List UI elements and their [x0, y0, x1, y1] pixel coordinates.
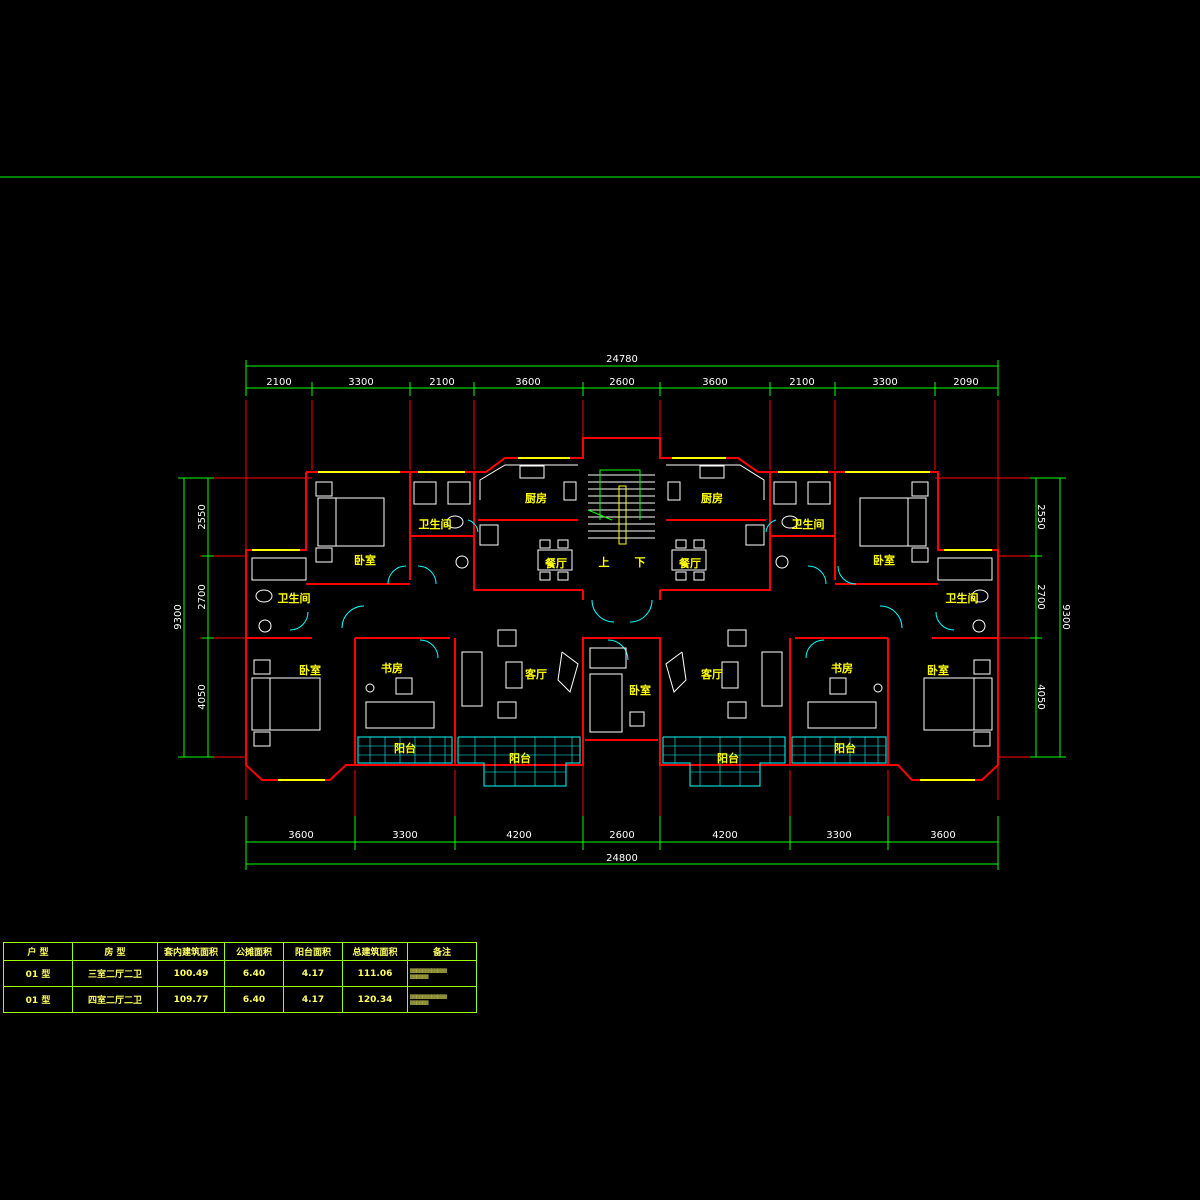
room-label-bedroom: 卧室 — [299, 663, 321, 677]
dim-right-segment: 4050 — [1035, 684, 1046, 709]
room-label-balcony: 阳台 — [834, 741, 856, 755]
stair-label-down: 下 — [635, 556, 646, 569]
room-label-bathroom: 卫生间 — [278, 591, 311, 605]
room-label-balcony: 阳台 — [509, 751, 531, 765]
door-swings — [289, 519, 955, 661]
dimension-lines — [178, 360, 1066, 870]
balconies — [357, 736, 887, 787]
table-header: 备注 — [407, 942, 477, 961]
table-header: 户 型 — [3, 942, 73, 961]
table-cell: 111.06 — [342, 960, 408, 987]
dim-top-segment: 2600 — [609, 377, 634, 388]
table-cell: 四室二厅二卫 — [72, 986, 158, 1013]
dim-bottom-segment: 2600 — [609, 830, 634, 841]
dim-left-segment: 2550 — [197, 504, 208, 529]
table-row: 01 型 三室二厅二卫 100.49 6.40 4.17 111.06 ▒▒▒▒… — [3, 960, 477, 987]
area-schedule-table: 户 型 房 型 套内建筑面积 公摊面积 阳台面积 总建筑面积 备注 01 型 三… — [3, 942, 477, 1013]
room-label-bedroom: 卧室 — [354, 553, 376, 567]
room-label-balcony: 阳台 — [394, 741, 416, 755]
dim-top-segment: 2090 — [953, 377, 978, 388]
dim-right-segment: 2550 — [1035, 504, 1046, 529]
table-cell: 4.17 — [283, 986, 343, 1013]
dim-bottom-segment: 3600 — [288, 830, 313, 841]
room-label-dining: 餐厅 — [544, 556, 567, 570]
table-row: 01 型 四室二厅二卫 109.77 6.40 4.17 120.34 ▒▒▒▒… — [3, 986, 477, 1013]
dim-top-segment: 3300 — [348, 377, 373, 388]
dim-top-total: 24780 — [606, 354, 638, 365]
room-label-bathroom: 卫生间 — [946, 591, 979, 605]
dim-top-segment: 2100 — [429, 377, 454, 388]
room-label-bathroom: 卫生间 — [792, 517, 825, 531]
room-label-balcony: 阳台 — [717, 751, 739, 765]
dim-right-total: 9300 — [1060, 604, 1071, 629]
room-label-bathroom: 卫生间 — [419, 517, 452, 531]
room-label-kitchen: 厨房 — [701, 491, 723, 505]
table-header: 房 型 — [72, 942, 158, 961]
table-cell: 120.34 — [342, 986, 408, 1013]
dim-left-total: 9300 — [173, 604, 184, 629]
balcony-hatching — [358, 737, 886, 786]
table-cell: 6.40 — [224, 960, 284, 987]
dim-bottom-segment: 3600 — [930, 830, 955, 841]
table-note-cell: ▒▒▒▒▒▒▒▒▒▒▒▒▒▒▒▒▒▒ — [407, 986, 477, 1013]
dim-bottom-segment: 3300 — [392, 830, 417, 841]
room-label-living: 客厅 — [524, 667, 547, 681]
table-cell: 6.40 — [224, 986, 284, 1013]
dim-bottom-segment: 3300 — [826, 830, 851, 841]
stairwell — [588, 474, 655, 545]
table-cell: 01 型 — [3, 986, 73, 1013]
table-header: 公摊面积 — [224, 942, 284, 961]
dim-bottom-segment: 4200 — [506, 830, 531, 841]
dim-left-segment: 2700 — [197, 584, 208, 609]
stair-label-up: 上 — [599, 555, 610, 569]
room-label-dining: 餐厅 — [678, 556, 701, 570]
dim-top-segment: 3600 — [702, 377, 727, 388]
room-label-living: 客厅 — [700, 667, 723, 681]
table-cell: 三室二厅二卫 — [72, 960, 158, 987]
dim-bottom-segment: 4200 — [712, 830, 737, 841]
stair-arrows — [587, 469, 641, 521]
table-header: 阳台面积 — [283, 942, 343, 961]
table-cell: 01 型 — [3, 960, 73, 987]
dim-top-segment: 2100 — [266, 377, 291, 388]
furniture — [251, 464, 993, 747]
room-label-kitchen: 厨房 — [525, 491, 547, 505]
axis-lines — [200, 400, 1040, 820]
room-label-study: 书房 — [831, 661, 853, 675]
room-label-bedroom: 卧室 — [873, 553, 895, 567]
dim-left-segment: 4050 — [197, 684, 208, 709]
dim-bottom-total: 24800 — [606, 853, 638, 864]
dim-top-segment: 3300 — [872, 377, 897, 388]
windows — [252, 457, 992, 781]
table-cell: 109.77 — [157, 986, 225, 1013]
dim-top-segment: 3600 — [515, 377, 540, 388]
dim-right-segment: 2700 — [1035, 584, 1046, 609]
table-cell: 4.17 — [283, 960, 343, 987]
room-label-bedroom: 卧室 — [927, 663, 949, 677]
table-header: 总建筑面积 — [342, 942, 408, 961]
room-label-bedroom: 卧室 — [629, 683, 651, 697]
dim-top-segment: 2100 — [789, 377, 814, 388]
table-note-cell: ▒▒▒▒▒▒▒▒▒▒▒▒▒▒▒▒▒▒ — [407, 960, 477, 987]
table-header: 套内建筑面积 — [157, 942, 225, 961]
table-cell: 100.49 — [157, 960, 225, 987]
table-header-row: 户 型 房 型 套内建筑面积 公摊面积 阳台面积 总建筑面积 备注 — [3, 942, 477, 961]
room-label-study: 书房 — [381, 661, 403, 675]
